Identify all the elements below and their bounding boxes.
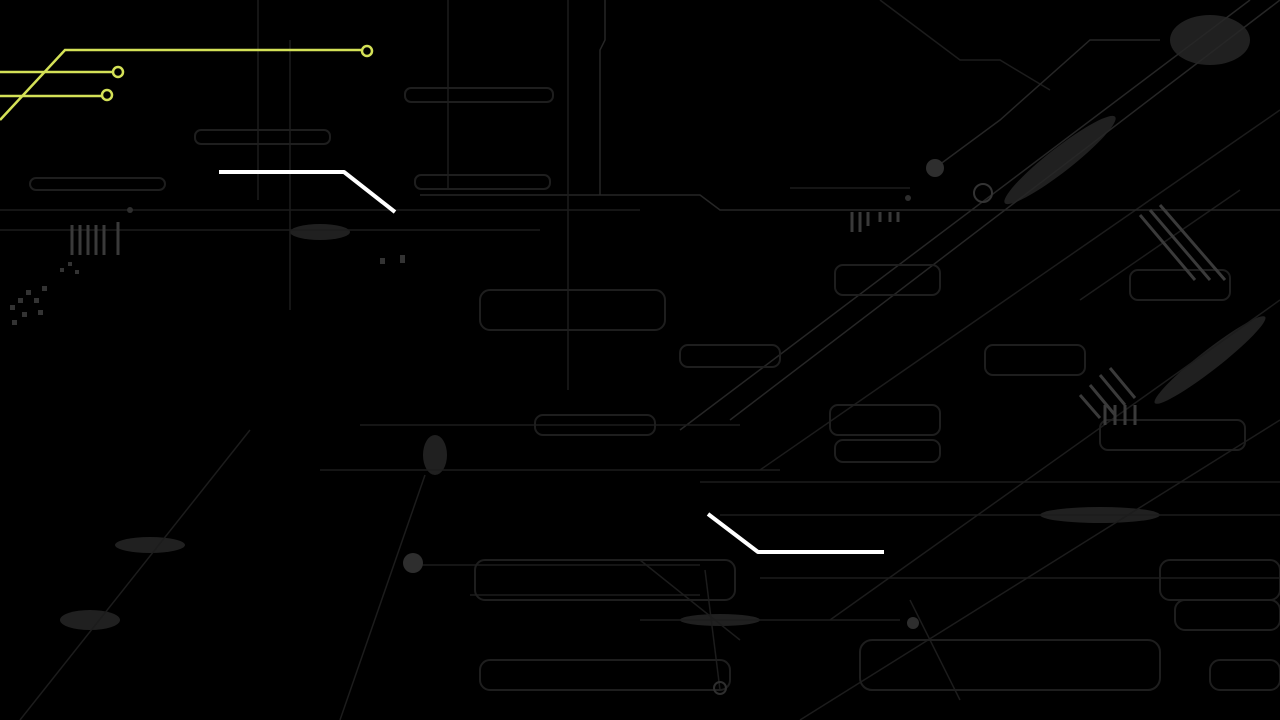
barcode-clusters	[70, 204, 1227, 425]
pixel-square	[400, 255, 405, 263]
pill-frame	[1159, 559, 1280, 601]
pill-frame	[859, 639, 1161, 691]
diagonal-trace	[879, 0, 1051, 91]
node-dot	[926, 159, 944, 177]
pixel-square	[26, 290, 31, 295]
node-dot	[907, 617, 919, 629]
glow-blob	[60, 610, 120, 630]
pixel-square	[12, 320, 17, 325]
pixel-square	[42, 286, 47, 291]
diagonal-trace	[759, 109, 1280, 471]
diagonal-traces	[19, 0, 1280, 720]
accent-trace	[0, 48, 362, 121]
barcode-tick	[1148, 209, 1212, 281]
pill-frame	[984, 344, 1086, 376]
barcode-tick	[1078, 394, 1102, 419]
pill-frame	[834, 264, 941, 296]
vertical-traces	[257, 0, 721, 691]
node-ring	[973, 183, 993, 203]
pill-frame	[414, 174, 551, 190]
accent-node-ring	[100, 88, 114, 102]
barcode-tick	[1138, 214, 1197, 281]
accent-node-ring	[360, 44, 374, 58]
pill-frame	[29, 177, 166, 191]
node-dot	[127, 207, 133, 213]
node-dot	[905, 195, 911, 201]
pixel-square	[75, 270, 79, 274]
barcode-tick	[1158, 204, 1227, 281]
node-dot	[403, 553, 423, 573]
horizontal-traces	[0, 187, 1280, 621]
pill-frame	[479, 289, 666, 331]
vertical-trace	[599, 0, 606, 195]
accent-node-ring	[111, 65, 125, 79]
pill-frame	[404, 87, 554, 103]
barcode-tick	[1108, 367, 1137, 399]
pill-frame	[834, 439, 941, 463]
diagonal-trace	[799, 419, 1280, 720]
diagonal-trace	[934, 39, 1160, 169]
pill-frame	[534, 414, 656, 436]
diagonal-trace	[829, 299, 1280, 621]
barcode-tick	[1098, 374, 1127, 406]
pill-frame	[1209, 659, 1280, 691]
vertical-trace	[704, 569, 721, 691]
diagonal-trace	[1079, 189, 1241, 301]
node-dots	[127, 159, 993, 695]
node-ring	[713, 681, 727, 695]
pixel-square	[10, 305, 15, 310]
pill-frame	[474, 559, 736, 601]
pill-frame	[194, 129, 331, 145]
highlight-brackets	[219, 170, 884, 554]
accent-traces	[0, 44, 374, 121]
glow-blob	[1170, 15, 1250, 65]
pill-frame	[1099, 419, 1246, 451]
horizontal-trace	[420, 194, 1280, 211]
glow-blob	[290, 224, 350, 240]
pill-frame	[1174, 599, 1280, 631]
pill-frames	[29, 87, 1280, 691]
pill-frame	[479, 659, 731, 691]
glow-blob	[115, 537, 185, 553]
pill-frame	[1129, 269, 1231, 301]
glow-blob	[1154, 316, 1266, 404]
pill-frame	[679, 344, 781, 368]
pixel-square	[34, 298, 39, 303]
pixel-square	[68, 262, 72, 266]
diagonal-trace	[339, 474, 426, 720]
highlight-bracket-top	[219, 170, 397, 214]
glow-blob	[423, 435, 447, 475]
glow-blob	[1004, 115, 1116, 205]
pixel-square	[18, 298, 23, 303]
highlight-bracket-bottom	[706, 512, 884, 554]
diagonal-trace	[19, 429, 251, 720]
diagonal-trace	[679, 0, 1251, 431]
pixel-square	[380, 258, 385, 264]
diagonal-trace	[909, 599, 961, 701]
pill-frame	[829, 404, 941, 436]
pixel-square	[22, 312, 27, 317]
pixel-square	[38, 310, 43, 315]
pixel-square	[60, 268, 64, 272]
barcode-tick	[1088, 384, 1117, 416]
pixel-scatter	[10, 255, 405, 325]
